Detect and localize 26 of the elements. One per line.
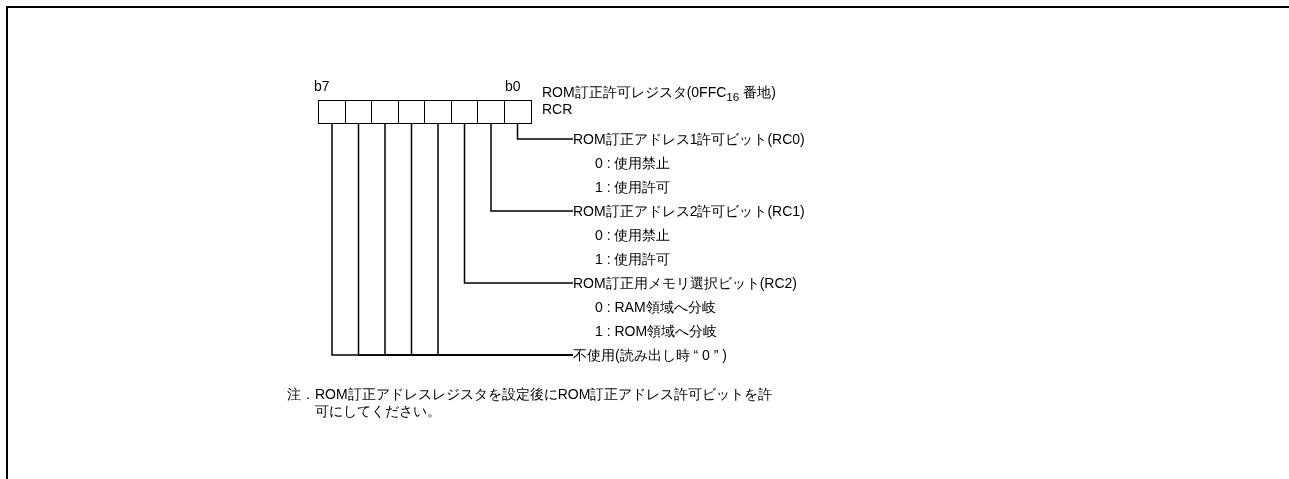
bit-value-option: 0 : 使用禁止 (595, 223, 805, 247)
bit-name: ROM訂正アドレス2許可ビット(RC1) (573, 202, 805, 221)
register-title: ROM訂正許可レジスタ(0FFC$_{16}$ 番地) (542, 84, 776, 104)
register-bit-cell (397, 100, 426, 124)
bit-number: b7 (314, 78, 330, 95)
register-bit-cell (503, 100, 532, 124)
bit-value-option: 1 : 使用許可 (595, 247, 805, 271)
bit-value-option: 1 : 使用許可 (595, 175, 805, 199)
bit-number: b0 (505, 78, 521, 95)
leader-line (490, 123, 574, 212)
bit-value-option: 1 : ROM領域へ分岐 (595, 319, 797, 343)
bit-name: 不使用(読み出し時 “ 0 ” ) (573, 346, 727, 365)
register-bit-cell (371, 100, 399, 124)
register-bit-cell (344, 100, 373, 124)
note-text: 注．ROM訂正アドレスレジスタを設定後にROM訂正アドレス許可ビットを許可にしてください。 (287, 386, 774, 420)
register-bit-cell (318, 100, 346, 124)
bit-name: ROM訂正用メモリ選択ビット(RC2) (573, 274, 797, 293)
leader-line (463, 123, 574, 284)
register-symbol: RCR (542, 101, 573, 118)
bit-name: ROM訂正アドレス1許可ビット(RC0) (573, 130, 805, 149)
bit-value-option: 0 : 使用禁止 (595, 151, 805, 175)
leader-line (516, 123, 574, 140)
register-bit-cell (450, 100, 479, 124)
register-bit-cell (477, 100, 505, 124)
register-bit-cell (424, 100, 452, 124)
bit-value-option: 0 : RAM領域へ分岐 (595, 295, 797, 319)
